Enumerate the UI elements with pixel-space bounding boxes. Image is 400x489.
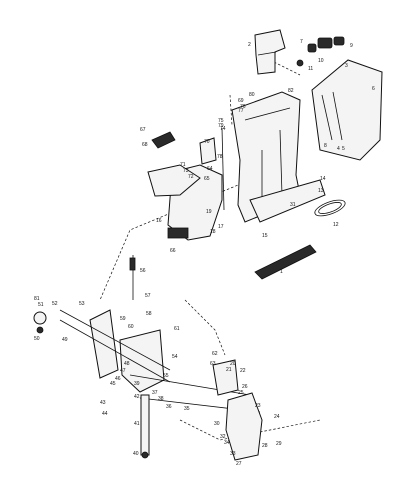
callout-77: 77 <box>238 108 244 114</box>
tilt-tube <box>140 394 150 459</box>
callout-15: 15 <box>262 233 268 239</box>
callout-48: 48 <box>124 361 130 367</box>
callout-1: 1 <box>280 269 283 275</box>
callout-39: 39 <box>134 381 140 387</box>
callout-73: 73 <box>183 168 189 174</box>
callout-19: 19 <box>206 209 212 215</box>
callout-36: 36 <box>166 404 172 410</box>
callout-47: 47 <box>120 368 126 374</box>
callout-49: 49 <box>62 337 68 343</box>
callout-35: 35 <box>184 406 190 412</box>
callout-16: 16 <box>156 218 162 224</box>
callout-54: 54 <box>172 354 178 360</box>
midsection-housing <box>231 91 326 223</box>
callout-18: 18 <box>210 229 216 235</box>
callout-12: 12 <box>333 222 339 228</box>
callout-59: 59 <box>120 316 126 322</box>
callout-7: 7 <box>300 39 303 45</box>
callout-6: 6 <box>372 86 375 92</box>
callout-79: 79 <box>218 123 224 129</box>
callout-21: 21 <box>226 367 232 373</box>
callout-45: 45 <box>110 381 116 387</box>
callout-62: 62 <box>212 351 218 357</box>
callout-82: 82 <box>288 88 294 94</box>
stern-bracket <box>212 359 263 461</box>
callout-72: 72 <box>188 174 194 180</box>
callout-5: 5 <box>342 146 345 152</box>
callout-58: 58 <box>146 311 152 317</box>
callout-44: 44 <box>102 411 108 417</box>
callout-65: 65 <box>204 176 210 182</box>
callout-25: 25 <box>238 390 244 396</box>
callout-30: 30 <box>214 421 220 427</box>
clamp-screw <box>33 311 47 334</box>
pickup-rail <box>254 244 317 280</box>
callout-78: 78 <box>217 154 223 160</box>
callout-51: 51 <box>38 302 44 308</box>
callout-37: 37 <box>152 390 158 396</box>
callout-63: 63 <box>210 361 216 367</box>
callout-70: 70 <box>204 139 210 145</box>
belt-loop <box>314 199 346 217</box>
callout-74: 74 <box>220 126 226 132</box>
bellows-assembly <box>296 36 345 67</box>
callout-28: 28 <box>262 443 268 449</box>
callout-53: 53 <box>79 301 85 307</box>
callout-9: 9 <box>350 43 353 49</box>
exhaust-cover <box>311 59 383 161</box>
callout-66: 66 <box>170 248 176 254</box>
callout-61: 61 <box>174 326 180 332</box>
callout-71: 71 <box>180 162 186 168</box>
callout-50: 50 <box>34 336 40 342</box>
callout-34: 34 <box>224 440 230 446</box>
callout-32: 32 <box>220 434 226 440</box>
swivel-bracket <box>59 309 261 413</box>
callout-24: 24 <box>274 414 280 420</box>
callout-43: 43 <box>100 400 106 406</box>
callout-42: 42 <box>134 394 140 400</box>
callout-4: 4 <box>337 146 340 152</box>
lower-mount-housing <box>147 164 223 241</box>
callout-20: 20 <box>230 361 236 367</box>
callout-14: 14 <box>320 176 326 182</box>
callout-41: 41 <box>134 421 140 427</box>
callout-26: 26 <box>242 384 248 390</box>
callout-56: 56 <box>140 268 146 274</box>
shift-rod <box>129 127 225 300</box>
callout-13: 13 <box>318 188 324 194</box>
callout-2: 2 <box>248 42 251 48</box>
callout-68: 68 <box>142 142 148 148</box>
callout-55: 55 <box>163 373 169 379</box>
callout-80: 80 <box>249 92 255 98</box>
callout-38: 38 <box>158 396 164 402</box>
callout-60: 60 <box>128 324 134 330</box>
callout-46: 46 <box>115 376 121 382</box>
callout-29: 29 <box>276 441 282 447</box>
callout-81: 81 <box>34 296 40 302</box>
callout-52: 52 <box>52 301 58 307</box>
callout-76: 76 <box>240 104 246 110</box>
callout-labels: 1 2 3 4 5 6 7 8 9 10 11 12 13 14 15 16 1… <box>34 39 375 467</box>
callout-75: 75 <box>218 118 224 124</box>
mount-pad <box>151 131 217 165</box>
callout-27: 27 <box>236 461 242 467</box>
callout-67: 67 <box>140 127 146 133</box>
callout-11: 11 <box>308 66 313 72</box>
callout-57: 57 <box>145 293 151 299</box>
callout-8: 8 <box>324 143 327 149</box>
callout-10: 10 <box>318 58 324 64</box>
callout-31: 31 <box>290 202 296 208</box>
callout-22: 22 <box>240 368 246 374</box>
callout-64: 64 <box>207 166 213 172</box>
callout-33: 33 <box>230 451 236 457</box>
callout-23: 23 <box>255 403 261 409</box>
callout-17: 17 <box>218 224 224 230</box>
callout-69: 69 <box>238 98 244 104</box>
exhaust-tube <box>254 29 286 75</box>
callout-3: 3 <box>345 63 348 69</box>
callout-40: 40 <box>133 451 139 457</box>
